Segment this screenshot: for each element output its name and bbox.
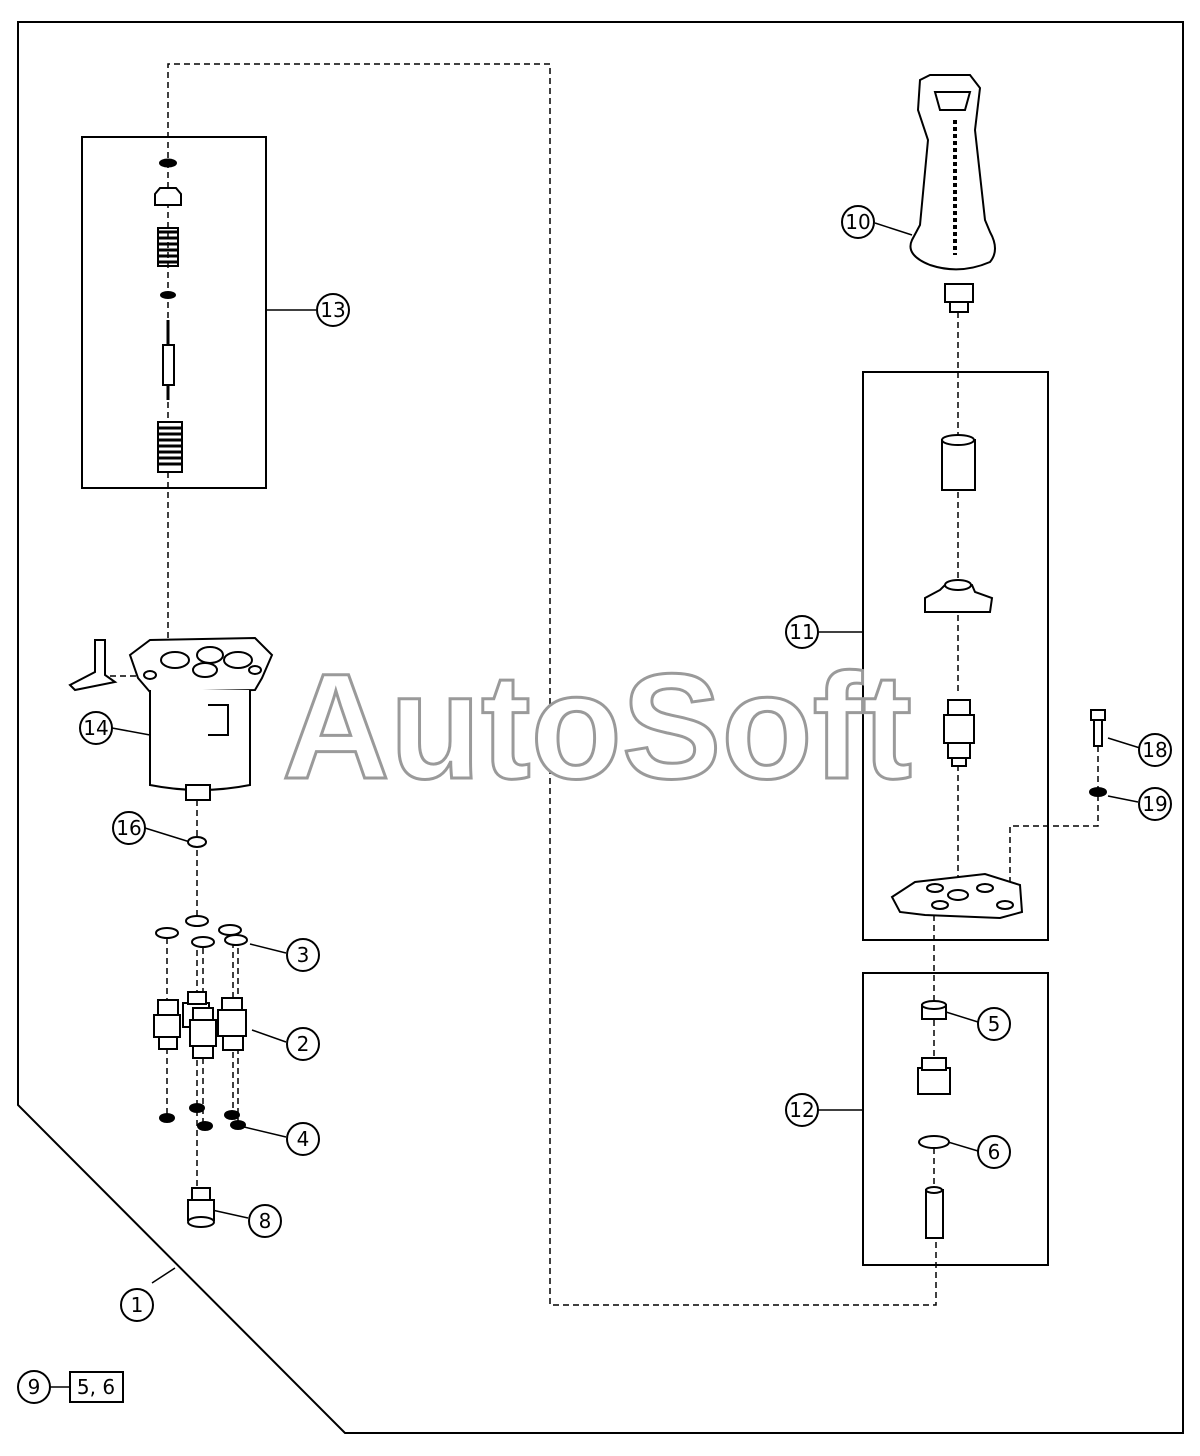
callout-19-label: 19 (1142, 792, 1167, 816)
kit-note: 5, 6 (69, 1371, 124, 1403)
joint-kit-parts (890, 434, 1024, 920)
callout-8: 8 (248, 1204, 282, 1238)
callout-10-label: 10 (845, 210, 870, 234)
callout-13-label: 13 (320, 298, 345, 322)
joystick-handle (909, 74, 996, 313)
leader-lines (50, 222, 1141, 1388)
screw-and-washer (1089, 709, 1107, 797)
callout-13: 13 (316, 293, 350, 327)
callout-10: 10 (841, 205, 875, 239)
callout-4: 4 (286, 1122, 320, 1156)
box-kit-12 (862, 972, 1049, 1266)
callout-9: 9 (17, 1370, 51, 1404)
callout-18: 18 (1138, 733, 1172, 767)
kit-note-label: 5, 6 (77, 1375, 115, 1399)
callout-5: 5 (977, 1007, 1011, 1041)
callout-8-label: 8 (259, 1209, 272, 1233)
callout-14: 14 (79, 711, 113, 745)
callout-14-label: 14 (83, 716, 108, 740)
callout-6-label: 6 (988, 1140, 1001, 1164)
callout-12: 12 (785, 1093, 819, 1127)
callout-2-label: 2 (297, 1032, 310, 1056)
callout-3: 3 (286, 938, 320, 972)
valve-housing (68, 636, 274, 801)
callout-19: 19 (1138, 787, 1172, 821)
callout-2: 2 (286, 1027, 320, 1061)
pressure-spring-kit-parts (154, 158, 183, 473)
seal-kit-parts (917, 1000, 951, 1239)
box-kit-11 (862, 371, 1049, 941)
callout-18-label: 18 (1142, 738, 1167, 762)
callout-16-label: 16 (116, 816, 141, 840)
callout-16: 16 (112, 811, 146, 845)
watermark-text: AutoSoft (282, 642, 912, 810)
callout-1: 1 (120, 1288, 154, 1322)
callout-12-label: 12 (789, 1098, 814, 1122)
callout-11: 11 (785, 615, 819, 649)
callout-1-label: 1 (131, 1293, 144, 1317)
box-kit-13 (81, 136, 267, 489)
callout-3-label: 3 (297, 943, 310, 967)
callout-9-label: 9 (28, 1375, 41, 1399)
callout-6: 6 (977, 1135, 1011, 1169)
callout-11-label: 11 (789, 620, 814, 644)
callout-5-label: 5 (988, 1012, 1001, 1036)
drawing-frame (17, 21, 1184, 1434)
callout-4-label: 4 (297, 1127, 310, 1151)
port-fittings (153, 836, 248, 1228)
